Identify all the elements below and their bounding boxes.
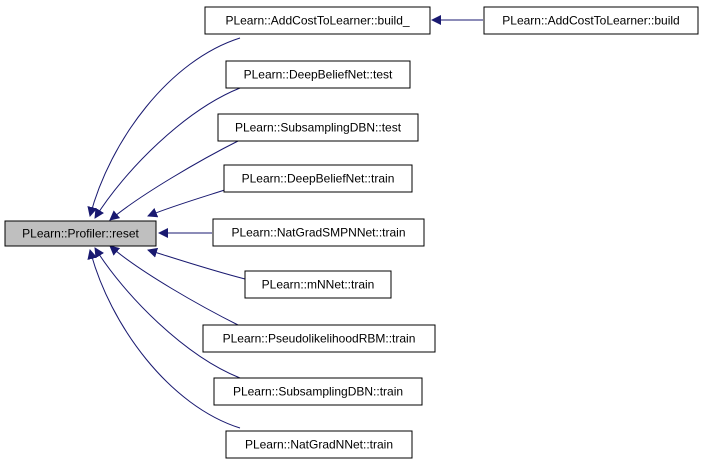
node-dbn-train[interactable]: PLearn::DeepBeliefNet::train bbox=[223, 164, 413, 193]
node-natgradsmpn-train[interactable]: PLearn::NatGradSMPNNet::train bbox=[212, 218, 425, 247]
node-label: PLearn::DeepBeliefNet::train bbox=[242, 172, 395, 186]
edge-mnnet-train-to-reset bbox=[147, 247, 246, 280]
node-reset[interactable]: PLearn::Profiler::reset bbox=[4, 220, 157, 247]
node-mnnet-train[interactable]: PLearn::mNNet::train bbox=[244, 270, 392, 299]
node-addcost-build-under[interactable]: PLearn::AddCostToLearner::build_ bbox=[204, 6, 431, 35]
node-dbn-test[interactable]: PLearn::DeepBeliefNet::test bbox=[225, 60, 411, 89]
edge-subsampling-train-to-reset bbox=[94, 247, 241, 379]
node-label: PLearn::NatGradSMPNNet::train bbox=[231, 226, 405, 240]
edge-pseudolikelihood-train-to-reset bbox=[109, 245, 241, 327]
node-label: PLearn::mNNet::train bbox=[262, 278, 375, 292]
node-label: PLearn::AddCostToLearner::build bbox=[502, 14, 679, 28]
node-addcost-build[interactable]: PLearn::AddCostToLearner::build bbox=[483, 6, 699, 35]
node-pseudolikelihood-train[interactable]: PLearn::PseudolikelihoodRBM::train bbox=[202, 324, 436, 353]
node-natgradnnet-train[interactable]: PLearn::NatGradNNet::train bbox=[225, 430, 413, 459]
nodes-layer: PLearn::Profiler::reset PLearn::AddCostT… bbox=[4, 6, 699, 459]
node-label: PLearn::Profiler::reset bbox=[22, 227, 139, 241]
edge-addcost-build-under-to-reset bbox=[87, 37, 241, 217]
node-subsampling-test[interactable]: PLearn::SubsamplingDBN::test bbox=[217, 113, 419, 142]
edge-subsampling-test-to-reset bbox=[109, 139, 241, 221]
node-label: PLearn::AddCostToLearner::build_ bbox=[225, 14, 409, 28]
node-label: PLearn::PseudolikelihoodRBM::train bbox=[223, 332, 416, 346]
node-label: PLearn::SubsamplingDBN::test bbox=[235, 121, 402, 135]
node-label: PLearn::NatGradNNet::train bbox=[245, 438, 393, 452]
node-label: PLearn::DeepBeliefNet::test bbox=[244, 68, 393, 82]
edges-layer bbox=[87, 15, 483, 429]
node-label: PLearn::SubsamplingDBN::train bbox=[233, 385, 403, 399]
edge-natgradnnet-train-to-reset bbox=[87, 249, 241, 429]
node-subsampling-train[interactable]: PLearn::SubsamplingDBN::train bbox=[213, 377, 423, 406]
edge-dbn-test-to-reset bbox=[94, 87, 241, 219]
